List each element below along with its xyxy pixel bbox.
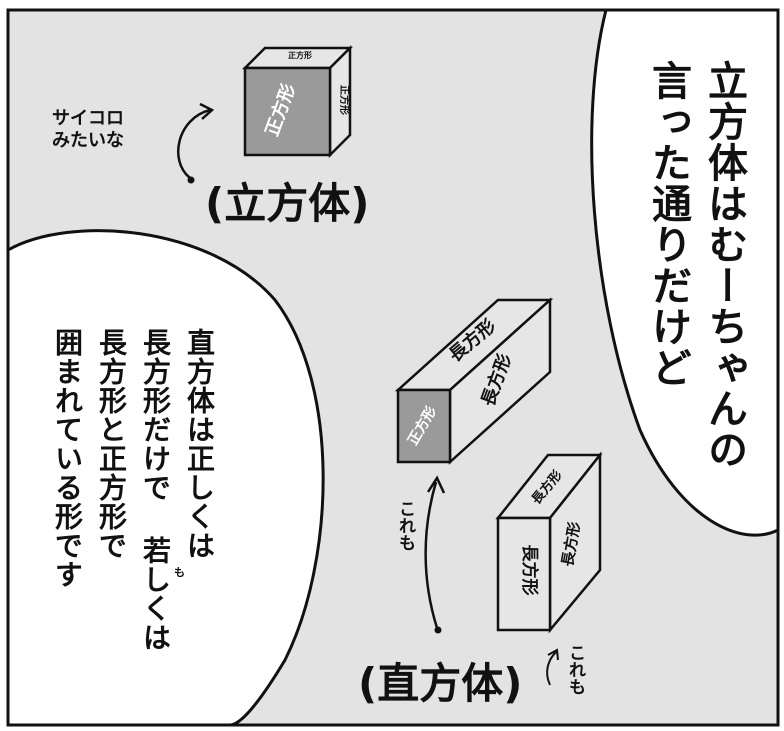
ruby-furigana: も: [174, 566, 185, 579]
kore-mo-arrow-dot: [434, 626, 442, 634]
dice-arrow: [176, 108, 211, 179]
kore-mo-arrow: [424, 481, 439, 629]
kore-mo-small-arrow: [546, 651, 557, 686]
cuboid-standing-drawing: 長方形 長方形 長方形: [495, 451, 603, 634]
cube-right-label: 正方形: [338, 85, 351, 115]
left-speech-bubble: [6, 229, 325, 727]
dice-aside: サイコロ みたいな: [52, 108, 124, 151]
cube-front-face: [243, 66, 332, 157]
cuboid-lying-drawing: 正方形 長方形 長方形: [394, 297, 554, 465]
cuboid-lying-front-face: [396, 388, 452, 464]
right-speech-bubble: [590, 8, 780, 537]
kore-mo-aside-small: これも: [565, 644, 585, 695]
kore-mo-small-arrowhead: [547, 648, 559, 661]
kore-mo-arrowhead: [426, 475, 446, 494]
right-bubble-text: 立方体はむーちゃんの 言った通りだけど: [645, 60, 747, 470]
cube-drawing: 正方形 正方形 正方形: [241, 44, 354, 159]
dice-arrow-dot: [187, 176, 195, 184]
dice-arrowhead: [199, 102, 215, 120]
cuboid-standing-front-label: 長方形: [519, 545, 540, 596]
cuboid-label: (直方体): [358, 659, 523, 708]
left-bubble-text: 直方体は正しくは 長方形だけで 若しくは 長方形と正方形で 囲まれている形です: [51, 328, 216, 652]
kore-mo-aside: これも: [395, 500, 415, 551]
cube-top-label: 正方形: [288, 50, 312, 60]
cube-label: (立方体): [205, 179, 370, 228]
cuboid-standing-front-face: [496, 516, 552, 632]
